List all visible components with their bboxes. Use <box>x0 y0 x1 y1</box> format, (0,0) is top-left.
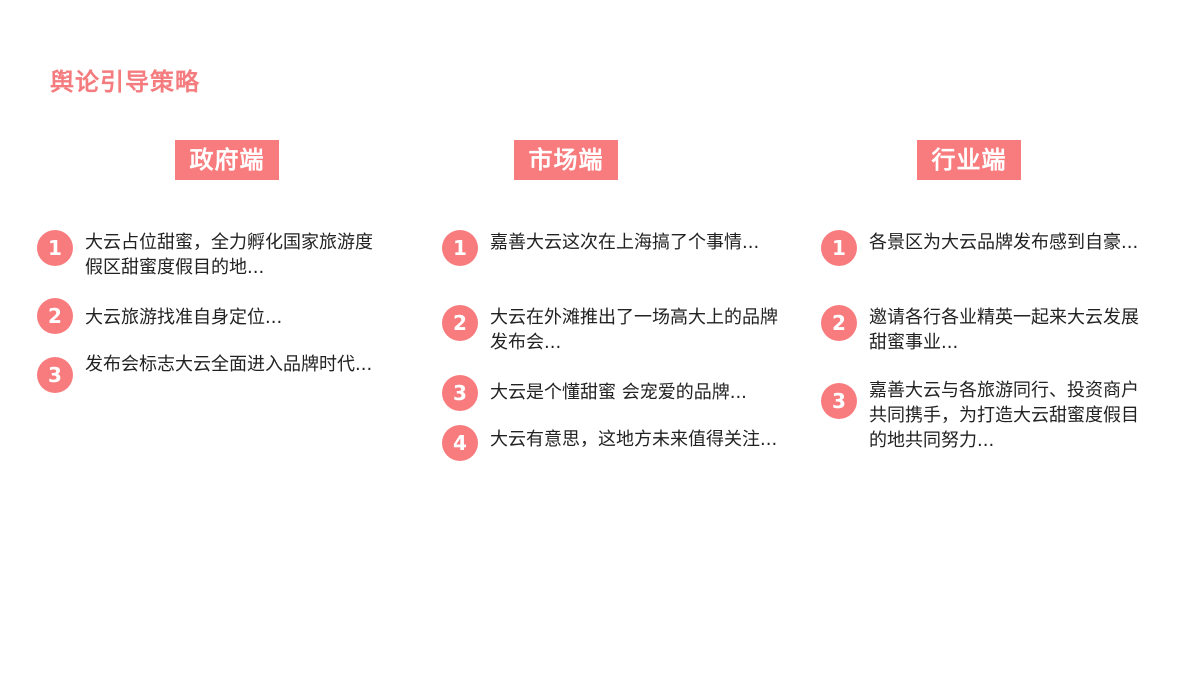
number-badge: 3 <box>821 383 857 419</box>
number-badge: 1 <box>37 230 73 266</box>
item-text: 嘉善大云与各旅游同行、投资商户共同携手，为打造大云甜蜜度假目的地共同努力... <box>869 380 1139 451</box>
column-header-government: 政府端 <box>175 140 279 180</box>
list-item: 2 邀请各行各业精英一起来大云发展甜蜜事业... <box>821 305 1139 355</box>
item-text: 各景区为大云品牌发布感到自豪... <box>869 232 1139 253</box>
column-header-industry: 行业端 <box>917 140 1021 180</box>
number-badge: 3 <box>37 357 73 393</box>
item-text: 邀请各行各业精英一起来大云发展甜蜜事业... <box>869 307 1139 353</box>
list-item: 2 大云旅游找准自身定位... <box>37 298 385 334</box>
list-item: 4 大云有意思，这地方未来值得关注... <box>442 425 780 461</box>
item-text: 发布会标志大云全面进入品牌时代... <box>85 354 373 375</box>
item-text: 嘉善大云这次在上海搞了个事情... <box>490 232 760 253</box>
number-badge: 3 <box>442 375 478 411</box>
number-badge: 2 <box>37 298 73 334</box>
column-header-market: 市场端 <box>514 140 618 180</box>
number-badge: 2 <box>821 305 857 341</box>
item-text: 大云在外滩推出了一场高大上的品牌发布会... <box>490 307 778 353</box>
page-title: 舆论引导策略 <box>50 68 200 96</box>
list-item: 3 发布会标志大云全面进入品牌时代... <box>37 354 385 393</box>
number-badge: 1 <box>821 230 857 266</box>
number-badge: 4 <box>442 425 478 461</box>
list-item: 3 嘉善大云与各旅游同行、投资商户共同携手，为打造大云甜蜜度假目的地共同努力..… <box>821 380 1139 453</box>
number-badge: 1 <box>442 230 478 266</box>
list-item: 1 嘉善大云这次在上海搞了个事情... <box>442 230 760 266</box>
list-item: 3 大云是个懂甜蜜 会宠爱的品牌... <box>442 375 790 411</box>
number-badge: 2 <box>442 305 478 341</box>
item-text: 大云占位甜蜜，全力孵化国家旅游度假区甜蜜度假目的地... <box>85 232 373 278</box>
item-text: 大云是个懂甜蜜 会宠爱的品牌... <box>490 382 747 403</box>
list-item: 2 大云在外滩推出了一场高大上的品牌发布会... <box>442 305 780 355</box>
item-text: 大云有意思，这地方未来值得关注... <box>490 429 778 450</box>
item-text: 大云旅游找准自身定位... <box>85 307 283 328</box>
list-item: 1 大云占位甜蜜，全力孵化国家旅游度假区甜蜜度假目的地... <box>37 230 385 280</box>
list-item: 1 各景区为大云品牌发布感到自豪... <box>821 230 1139 266</box>
